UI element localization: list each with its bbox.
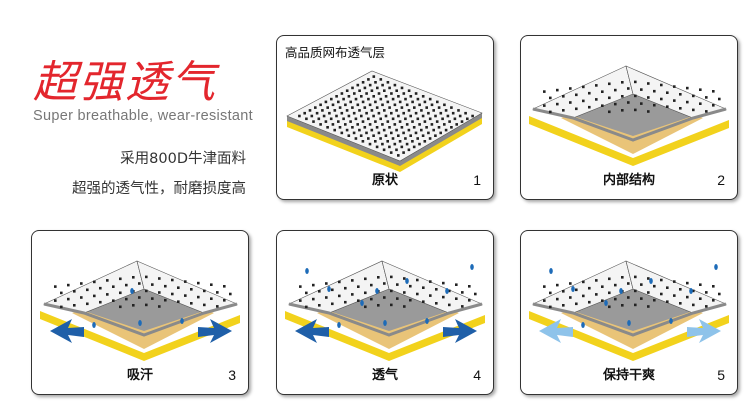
panel-1: 高品质网布透气层 原状 1 — [276, 35, 494, 200]
panel-2-label: 内部结构 — [602, 173, 655, 188]
water-drops — [305, 264, 474, 328]
fabric-edge-gray — [532, 107, 727, 142]
fabric-diagram-3 — [40, 260, 240, 361]
panel-4-label: 透气 — [371, 368, 398, 383]
airflow-arrow-left — [539, 319, 573, 343]
panel-3-number: 3 — [228, 367, 236, 383]
panel-1-number: 1 — [473, 172, 481, 188]
inner-gray-layer — [573, 285, 693, 331]
mesh-holes — [299, 275, 477, 309]
fabric-edge-yellow — [287, 118, 482, 172]
fabric-base-yellow — [529, 116, 729, 166]
inner-gray-layer — [329, 285, 449, 331]
panel-4: 透气 4 — [276, 230, 494, 395]
fabric-edge-gray — [288, 302, 483, 337]
mesh-holes — [543, 80, 721, 114]
airflow-arrow-left — [295, 319, 329, 343]
airflow-arrow-right — [687, 319, 721, 343]
mesh-holes — [54, 275, 232, 309]
fabric-diagram-5 — [529, 260, 729, 361]
panel-5-number: 5 — [717, 367, 725, 383]
inner-gray-layer — [573, 90, 693, 136]
fabric-diagram-1 — [286, 70, 483, 172]
panel-4-number: 4 — [473, 367, 481, 383]
panel-1-label: 原状 — [371, 173, 398, 188]
mesh-holes — [298, 75, 474, 157]
feature-line-1: 采用800D牛津面料 — [120, 151, 246, 167]
water-drops — [549, 264, 718, 328]
mesh-surface — [286, 70, 483, 162]
mesh-holes — [543, 275, 721, 309]
intro-block: 超强透气 Super breathable, wear-resistant 采用… — [0, 0, 260, 220]
fabric-edge-gray — [532, 302, 727, 337]
airflow-arrow-left — [50, 319, 84, 343]
feature-line-2: 超强的透气性，耐磨损度高 — [72, 181, 246, 197]
panel-3: 吸汗 3 — [31, 230, 249, 395]
fabric-diagram-4 — [285, 260, 485, 361]
panel-5: 保持干爽 5 — [520, 230, 738, 395]
airflow-arrow-right — [198, 319, 232, 343]
fabric-diagram-2 — [529, 65, 729, 166]
panel-2: 内部结构 2 — [520, 35, 738, 200]
panel-3-label: 吸汗 — [126, 368, 153, 383]
panel-1-title: 高品质网布透气层 — [285, 45, 386, 60]
water-drops — [92, 288, 184, 328]
panel-5-label: 保持干爽 — [602, 368, 655, 383]
subline: Super breathable, wear-resistant — [33, 108, 253, 124]
airflow-arrow-right — [443, 319, 477, 343]
panel-2-number: 2 — [717, 172, 725, 188]
headline: 超强透气 — [33, 57, 217, 108]
fabric-edge-gray — [43, 302, 238, 337]
inner-gray-layer — [84, 285, 204, 331]
